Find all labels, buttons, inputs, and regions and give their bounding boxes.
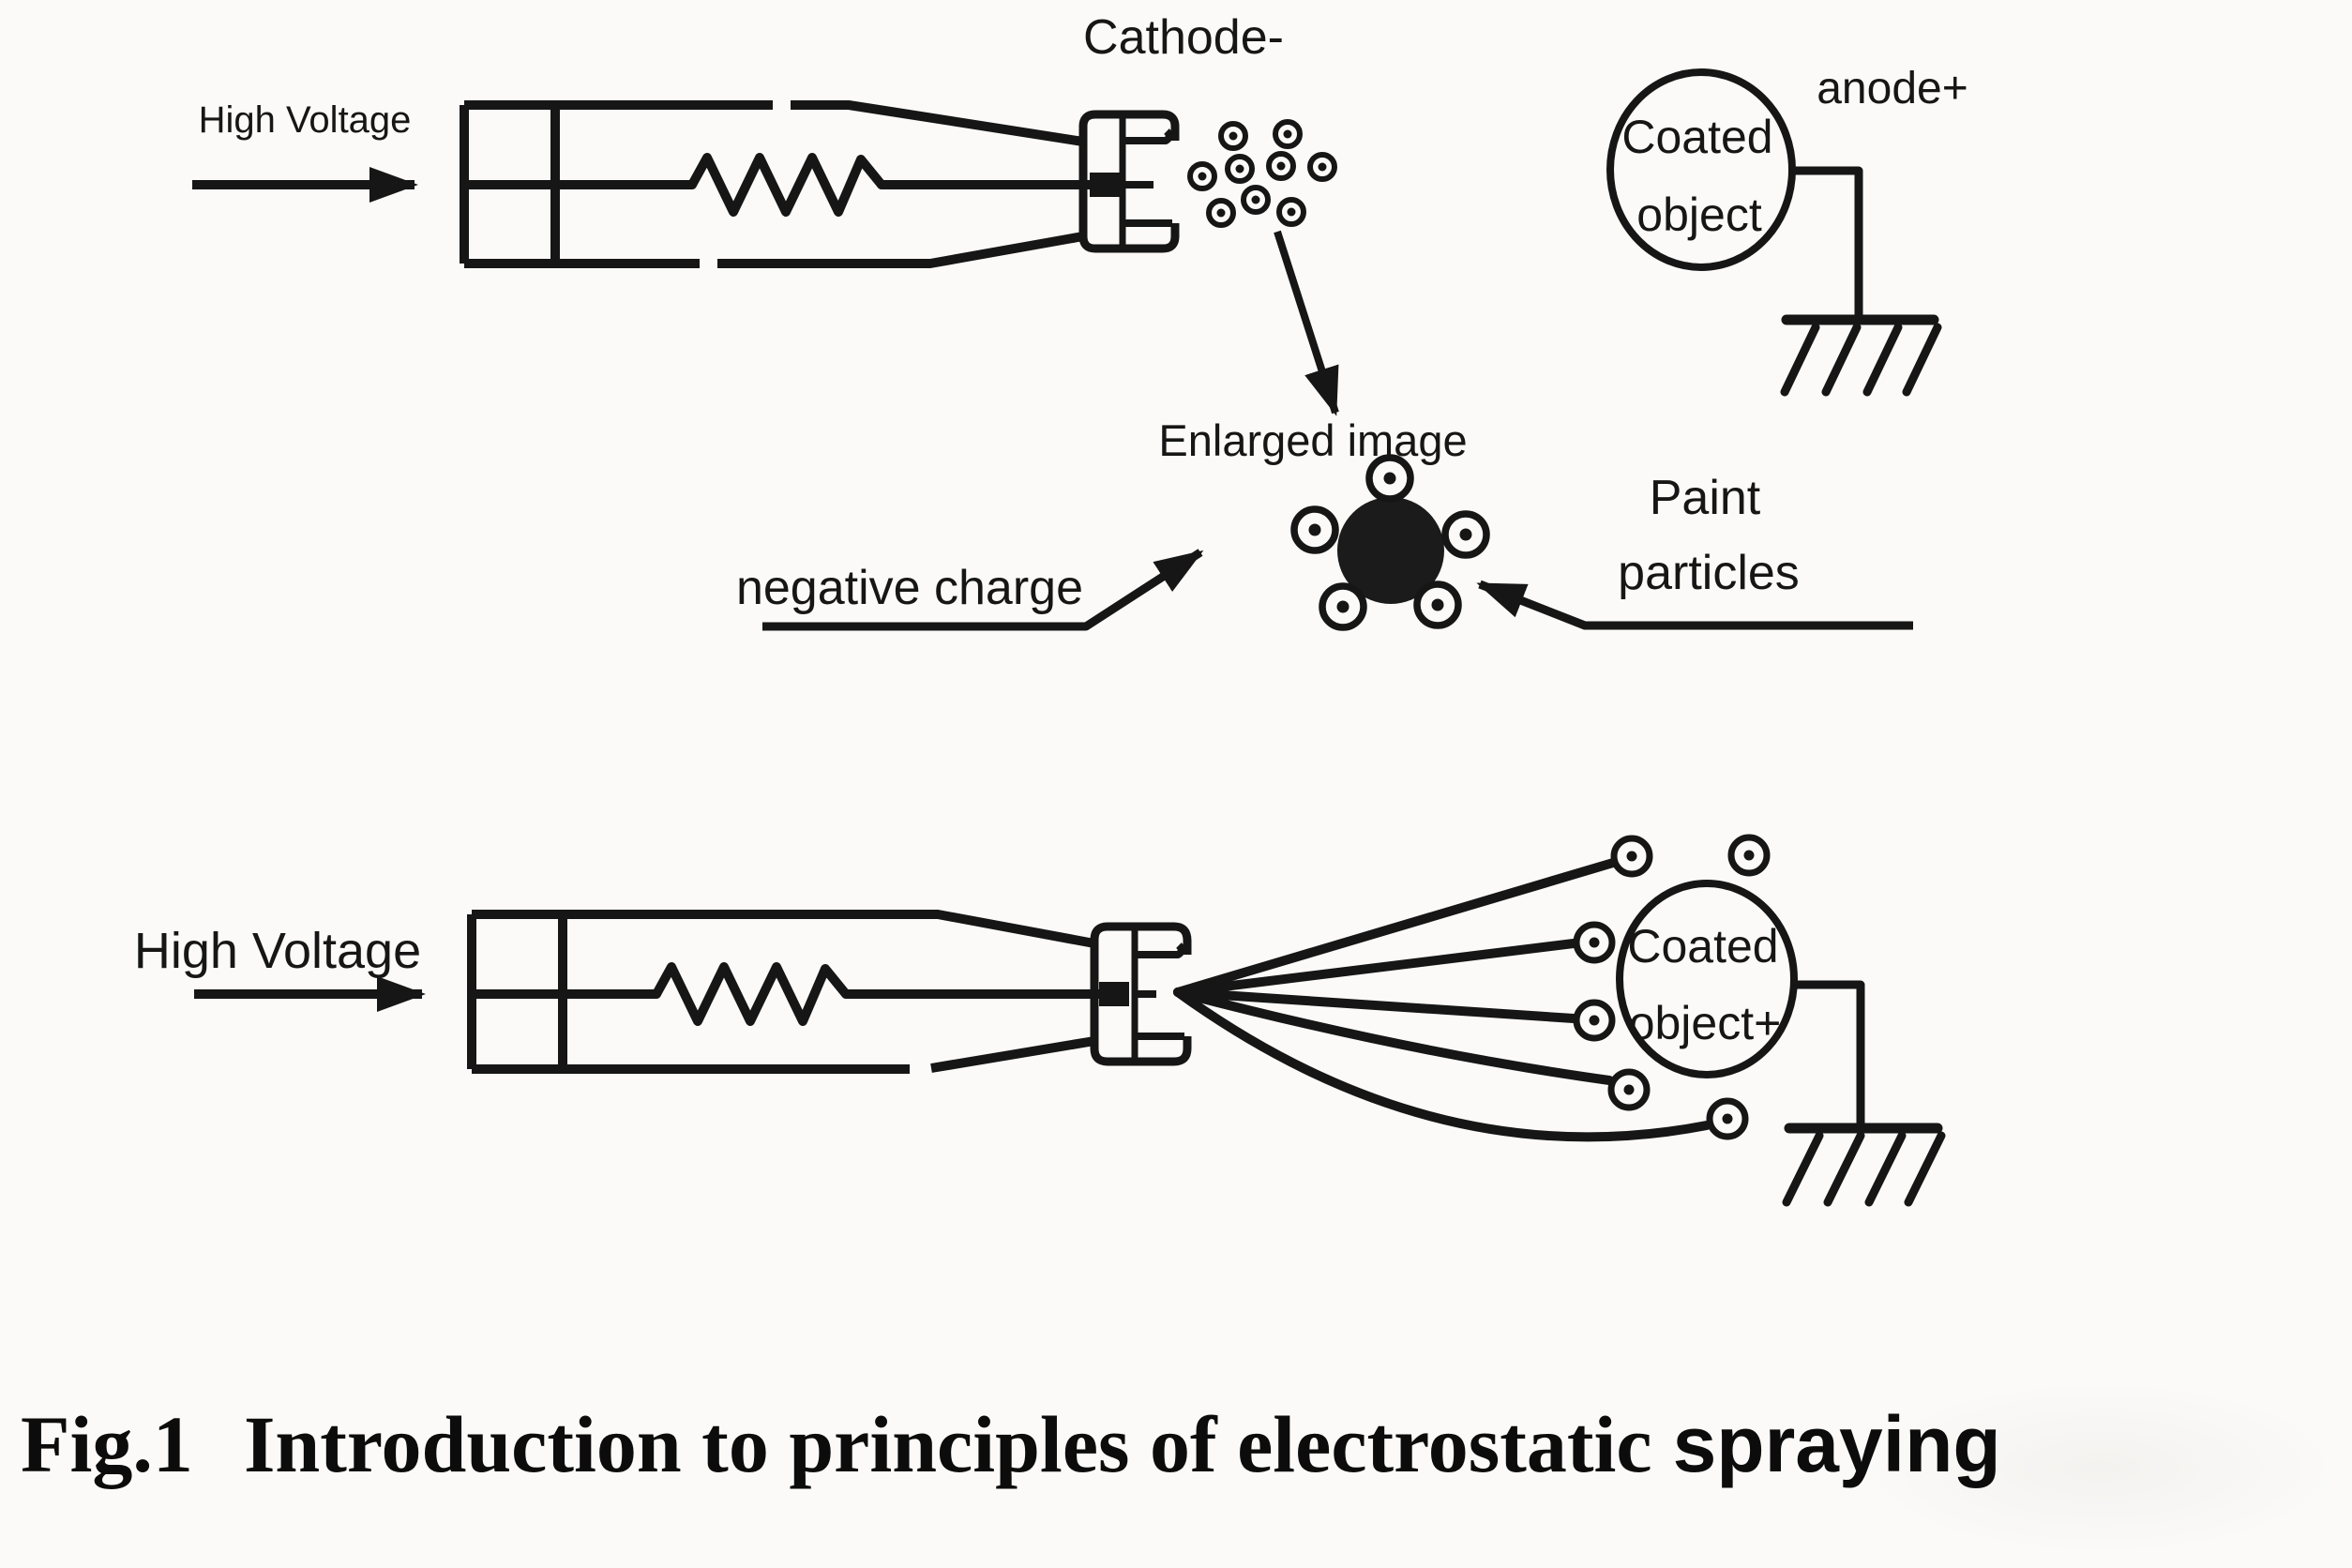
bottom-electrode-tip <box>1099 982 1129 1006</box>
paint-particles-leader-arrow <box>1476 580 1913 630</box>
paint-particle <box>1273 119 1303 149</box>
spray-trajectory-line <box>1173 988 1614 1085</box>
bottom-gun-body <box>467 910 1095 1074</box>
bottom-spray-system: High Voltage <box>134 834 1946 1207</box>
enlarged-image-leader-arrow <box>1274 230 1339 416</box>
bottom-coated-object: Coated object+ <box>1616 880 1798 1078</box>
paint-particle <box>1610 835 1653 878</box>
paint-particle <box>1573 921 1616 964</box>
enlarged-image-label: Enlarged image <box>1158 415 1467 465</box>
paint-particle <box>1706 1097 1749 1140</box>
paint-particle <box>1206 198 1236 228</box>
paint-particle <box>1727 834 1771 877</box>
paint-particle <box>1187 161 1217 191</box>
top-spray-system: High Voltage Cathode- <box>192 10 1968 631</box>
top-coated-object-label-line1: Coated <box>1621 111 1772 163</box>
negative-charge-label: negative charge <box>736 561 1083 615</box>
bottom-ground-wire <box>1794 980 1865 1123</box>
top-paint-particle-cloud <box>1187 119 1337 228</box>
spray-trajectory-line <box>1173 858 1618 997</box>
paint-particle <box>1307 152 1337 182</box>
top-ground-wire <box>1792 166 1863 315</box>
bottom-high-voltage-label: High Voltage <box>134 923 421 979</box>
negative-charge-ion <box>1319 582 1367 631</box>
figure-caption-suffix: spraying <box>1672 1400 2001 1488</box>
top-coated-object: Coated object <box>1606 68 1796 271</box>
particle-body <box>1337 497 1444 604</box>
spray-trajectory-line <box>1173 988 1711 1142</box>
cathode-label: Cathode- <box>1083 10 1284 65</box>
bottom-coated-object-label-line2: object+ <box>1629 997 1782 1049</box>
figure-number: Fig.1 <box>21 1399 193 1489</box>
negative-charge-ion <box>1365 454 1414 503</box>
paint-particle <box>1266 151 1296 181</box>
paint-particles-label-line1: Paint <box>1650 471 1761 525</box>
bottom-nozzle <box>1090 922 1192 1066</box>
top-coated-object-label-line2: object <box>1636 188 1762 241</box>
paint-particles-label-line2: particles <box>1618 546 1800 600</box>
anode-label: anode+ <box>1817 64 1968 113</box>
bottom-coated-object-label-line1: Coated <box>1627 920 1778 972</box>
negative-charge-ion <box>1413 580 1462 629</box>
enlarged-paint-particle <box>1290 454 1490 631</box>
paint-particle <box>1241 185 1271 215</box>
negative-charge-ion <box>1441 510 1490 559</box>
negative-charge-ion <box>1290 505 1339 554</box>
spray-trajectory-lines <box>1173 858 1711 1142</box>
spray-trajectory-line <box>1173 939 1578 997</box>
paint-particle <box>1573 999 1616 1042</box>
top-ground-symbol <box>1780 314 1942 397</box>
paint-particle <box>1607 1068 1651 1111</box>
top-resistor <box>460 153 1094 217</box>
top-electrode-tip <box>1090 173 1120 197</box>
paint-particle <box>1276 197 1306 227</box>
spray-trajectory-line <box>1173 988 1578 1023</box>
bottom-paint-particles <box>1573 834 1771 1140</box>
paint-particle <box>1225 154 1255 184</box>
bottom-resistor <box>467 962 1104 1026</box>
figure-caption: Fig.1 Introduction to principles of elec… <box>21 1397 2337 1491</box>
top-nozzle <box>1078 110 1180 253</box>
paint-particle <box>1218 121 1248 151</box>
bottom-ground-symbol <box>1782 1123 1946 1207</box>
top-high-voltage-label: High Voltage <box>199 99 412 141</box>
negative-charge-leader-arrow <box>762 549 1204 631</box>
negative-charge-ions <box>1290 454 1490 631</box>
figure-caption-text: Introduction to principles of electrosta… <box>243 1399 1652 1489</box>
